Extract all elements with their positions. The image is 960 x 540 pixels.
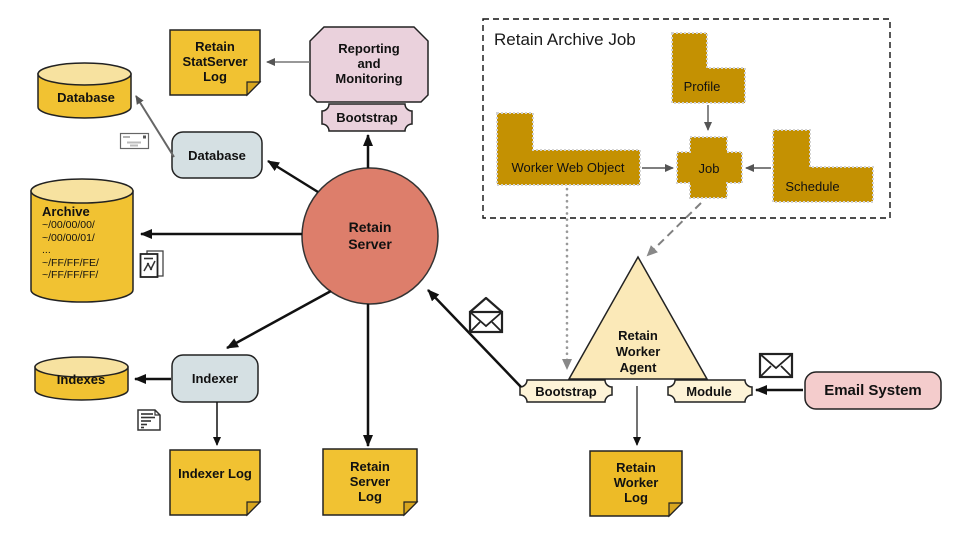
profile-shape	[671, 32, 746, 104]
arrow-bootstrap-to-server	[427, 289, 522, 388]
worker-web-object-shape	[496, 112, 641, 186]
report-document-icon	[139, 250, 164, 278]
retain-server-log-note	[322, 448, 419, 517]
reporting-monitoring-box	[309, 26, 429, 103]
archive-cylinder	[30, 178, 134, 303]
profile-label: Profile	[683, 79, 721, 94]
job-shape	[676, 136, 743, 199]
arrow-server-to-indexer	[226, 289, 332, 350]
indexer-box	[171, 354, 259, 403]
worker-agent-triangle	[567, 255, 709, 380]
reporting-bootstrap-plaque	[321, 103, 413, 132]
database-cylinder	[37, 62, 132, 119]
worker-bootstrap-plaque	[519, 379, 613, 403]
email-system-box	[804, 371, 942, 410]
arrow-server-to-databasebox	[267, 159, 319, 194]
database-cylinder-label: Database	[57, 90, 115, 105]
database-box-label: Database	[188, 148, 246, 163]
worker-module-plaque	[667, 379, 753, 403]
indexes-cylinder	[34, 356, 129, 401]
job-label: Job	[698, 161, 720, 176]
indexes-label: Indexes	[56, 372, 106, 387]
archive-job-group-title: Retain Archive Job	[494, 30, 636, 49]
archive-paths: ~/00/00/00/ ~/00/00/01/ ... ~/FF/FF/FE/ …	[42, 219, 127, 282]
open-envelope-icon	[468, 296, 504, 334]
worker-bootstrap-label: Bootstrap	[535, 384, 597, 399]
schedule-label: Schedule	[785, 179, 840, 194]
retain-worker-log-label: Retain Worker Log	[613, 460, 659, 505]
statserver-log-label: Retain StatServer Log	[182, 39, 248, 84]
retain-worker-log-note	[589, 450, 684, 518]
worker-module-label: Module	[686, 384, 732, 399]
closed-envelope-icon	[758, 352, 794, 379]
archive-path-line: ~/00/00/01/	[42, 231, 95, 244]
archive-path-line: ~/00/00/00/	[42, 219, 95, 231]
sealed-mail-icon	[119, 132, 150, 150]
list-document-icon	[137, 409, 161, 431]
retain-server-log-label: Retain Server Log	[349, 459, 391, 504]
diagram-arrows	[134, 58, 803, 447]
retain-server-circle	[301, 167, 439, 305]
archive-path-line: ...	[42, 244, 51, 257]
arrow-job-to-agent-dashed	[646, 202, 702, 257]
indexer-log-note	[169, 449, 262, 517]
archive-path-line: ~/FF/FF/FF/	[42, 269, 99, 282]
statserver-log-note	[169, 29, 262, 97]
arrow-databasebox-to-database-cyl	[135, 95, 175, 158]
archive-label: Archive	[42, 204, 90, 219]
indexer-label: Indexer	[191, 371, 239, 386]
retain-server-label: Retain Server	[348, 219, 392, 252]
schedule-shape	[772, 129, 874, 203]
archive-path-line: ~/FF/FF/FE/	[42, 256, 99, 269]
email-system-label: Email System	[824, 382, 922, 399]
retain-archive-job-group-box	[482, 18, 891, 219]
reporting-monitoring-label: Reporting and Monitoring	[335, 41, 403, 86]
worker-agent-label: Retain Worker Agent	[615, 328, 661, 375]
indexer-log-label: Indexer Log	[178, 466, 252, 481]
worker-web-object-label: Worker Web Object	[511, 160, 625, 175]
reporting-bootstrap-label: Bootstrap	[336, 110, 398, 125]
